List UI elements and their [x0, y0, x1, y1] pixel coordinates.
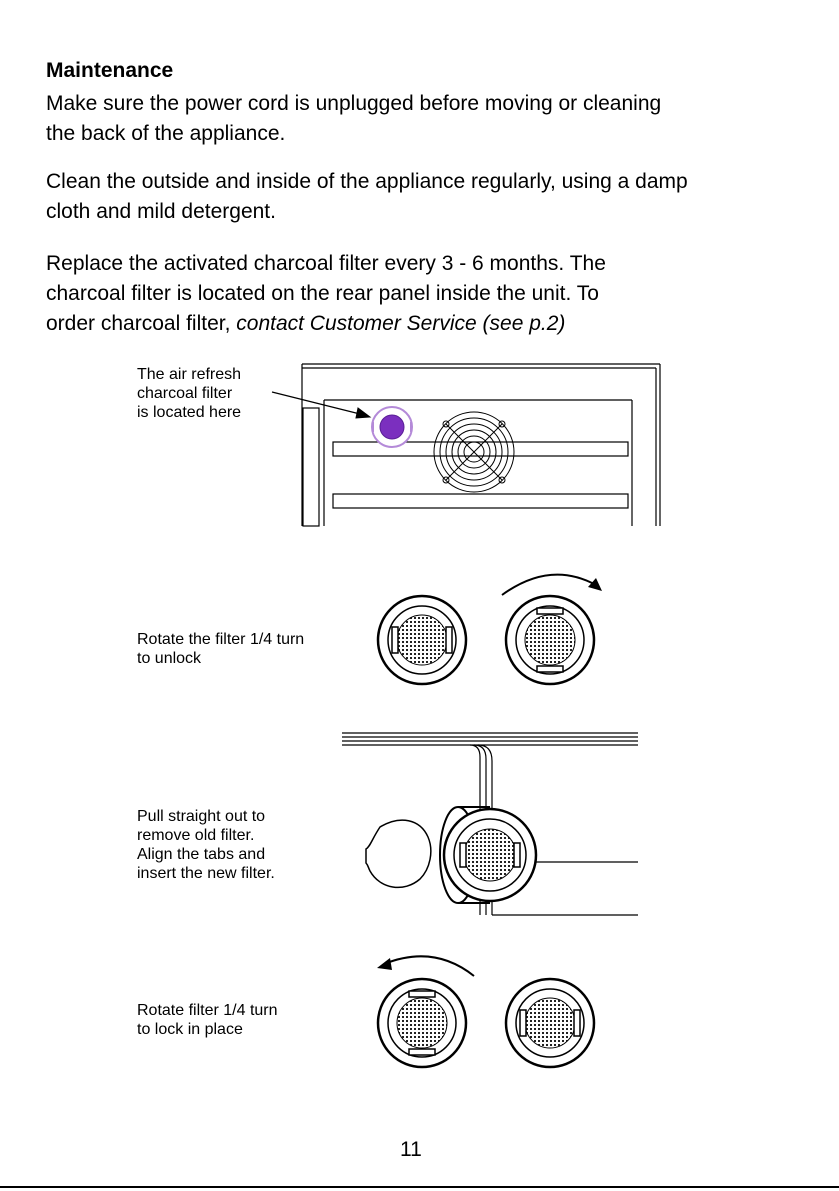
caption-line: insert the new filter.	[137, 865, 275, 882]
caption-unlock: Rotate the filter 1/4 turn to unlock	[137, 630, 304, 668]
filter-icon	[504, 977, 596, 1069]
customer-service-reference: contact Customer Service (see p.2)	[236, 312, 566, 335]
old-filter-cap-icon	[365, 819, 432, 889]
text-line: charcoal filter is located on the rear p…	[46, 282, 599, 305]
unlock-illustration	[376, 573, 602, 686]
caption-replace: Pull straight out to remove old filter. …	[137, 807, 275, 883]
paragraph-filter: Replace the activated charcoal filter ev…	[46, 249, 806, 339]
bottom-divider	[0, 1186, 839, 1188]
filter-housing-icon	[439, 806, 538, 904]
text-normal: order charcoal filter,	[46, 312, 237, 335]
caption-line: to unlock	[137, 650, 202, 667]
fan-icon	[433, 411, 515, 493]
text-line: Replace the activated charcoal filter ev…	[46, 252, 606, 275]
text-line: Make sure the power cord is unplugged be…	[46, 92, 662, 115]
caption-line: remove old filter.	[137, 827, 255, 844]
text-line: cloth and mild detergent.	[46, 200, 276, 223]
pointer-arrow-icon	[271, 391, 372, 419]
filter-icon	[376, 594, 468, 686]
rotate-counterclockwise-arrow-icon	[377, 955, 475, 977]
replace-filter-illustration	[342, 732, 638, 916]
filter-icon	[376, 977, 468, 1069]
caption-line: to lock in place	[137, 1021, 243, 1038]
caption-line: is located here	[137, 404, 242, 421]
caption-line: Rotate the filter 1/4 turn	[137, 631, 305, 648]
caption-filter-location: The air refresh charcoal filter is locat…	[137, 365, 241, 422]
rotate-clockwise-arrow-icon	[501, 573, 602, 596]
paragraph-power-cord: Make sure the power cord is unplugged be…	[46, 89, 806, 149]
caption-line: Align the tabs and	[137, 846, 266, 863]
paragraph-cleaning: Clean the outside and inside of the appl…	[46, 167, 816, 227]
caption-line: Pull straight out to	[137, 808, 266, 825]
appliance-interior-illustration	[271, 363, 661, 527]
filter-icon	[504, 594, 596, 686]
caption-line: Rotate filter 1/4 turn	[137, 1002, 278, 1019]
text-line: the back of the appliance.	[46, 122, 286, 145]
text-line: Clean the outside and inside of the appl…	[46, 170, 688, 193]
charcoal-filter-highlight-icon	[371, 406, 413, 448]
text-line: order charcoal filter, contact Customer …	[46, 309, 806, 339]
lock-illustration	[376, 955, 596, 1069]
caption-lock: Rotate filter 1/4 turn to lock in place	[137, 1001, 278, 1039]
caption-line: The air refresh	[137, 366, 242, 383]
caption-line: charcoal filter	[137, 385, 233, 402]
page-number: 11	[400, 1138, 422, 1161]
page-heading: Maintenance	[46, 59, 174, 82]
